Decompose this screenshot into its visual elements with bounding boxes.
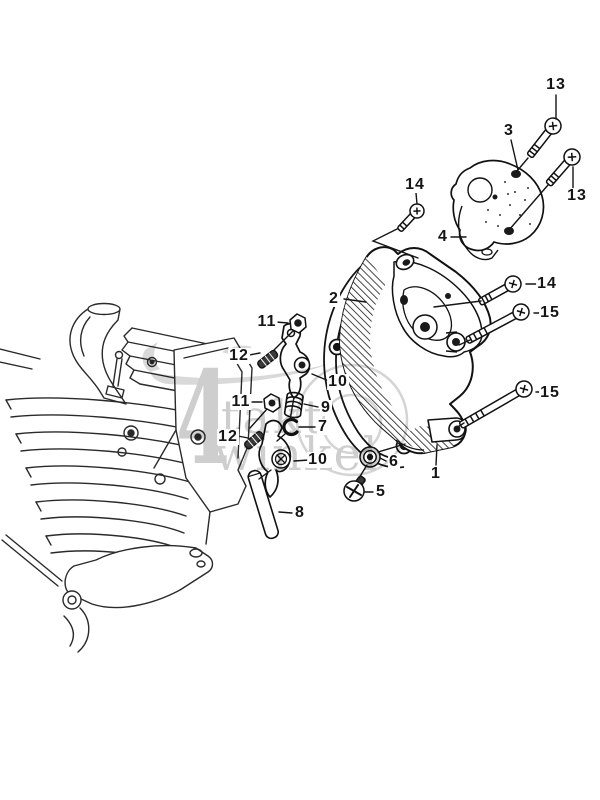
leader-line: [273, 330, 294, 351]
leader-line: [249, 408, 268, 429]
stud-12-upper: [257, 349, 279, 369]
crankcase-barrel: [64, 544, 214, 609]
small-cover-nub: [467, 177, 493, 203]
bolt-14-right: [478, 275, 522, 306]
small-cover-flange: [457, 205, 499, 261]
cylinder-fins: [5, 397, 199, 568]
frame-line: [0, 361, 33, 370]
bolt-14-top: [397, 203, 425, 232]
leader-line: [433, 300, 482, 308]
leader-line: [303, 403, 319, 408]
leader-line: [289, 396, 295, 421]
nut-11-lower: [263, 393, 281, 413]
leader-line: [516, 157, 529, 172]
leader-line: [435, 444, 438, 466]
leader-line: [415, 192, 418, 205]
leader-line: [379, 457, 387, 462]
leader-line: [258, 469, 272, 480]
intake-tube: [69, 304, 127, 405]
leader-line: [343, 298, 367, 303]
leader-line: [248, 352, 261, 356]
watermark-numeral: 4: [176, 344, 231, 494]
cover-top-ear: [395, 253, 415, 271]
stud-12-lower: [244, 431, 265, 450]
leader-line: [278, 511, 293, 514]
nut-11-upper: [289, 313, 307, 334]
circlip-7: [282, 417, 299, 437]
screw-5: [343, 475, 366, 502]
bolt-13b: [545, 148, 581, 187]
pin-8: [247, 469, 279, 540]
leader-line: [510, 139, 519, 171]
small-cover-slot: [481, 248, 493, 256]
leader-line: [458, 339, 471, 346]
leader-line: [311, 373, 330, 382]
frame-line: [0, 348, 41, 360]
cover-boss-upper: [445, 331, 466, 353]
leader-line: [237, 435, 249, 439]
watermark: 4 takt winkel: [142, 342, 409, 494]
watermark-circle-outer: [295, 363, 409, 477]
kick-arm: [1, 429, 211, 653]
small-cover-stipple: [485, 181, 531, 227]
bolt-13a: [526, 117, 562, 159]
small-cover: [450, 159, 545, 261]
watermark-line2: winkel: [214, 427, 380, 481]
leader-line: [275, 321, 289, 324]
leader-line: [455, 422, 465, 429]
washer-6: [359, 446, 381, 468]
leader-polyline: [371, 228, 419, 259]
leader-lines: [237, 94, 574, 514]
spark-plug-stud: [105, 350, 125, 399]
bolts: [397, 117, 581, 429]
watermark-wrench: [142, 342, 328, 385]
leader-line: [508, 184, 549, 231]
bolt-15-lower: [459, 380, 533, 429]
leader-line: [293, 459, 310, 462]
tube-opening: [87, 302, 121, 316]
chain-tensioner-cover: [339, 246, 492, 455]
leader-line: [358, 464, 368, 479]
cover-recess: [402, 286, 453, 341]
leader-line: [276, 433, 286, 442]
